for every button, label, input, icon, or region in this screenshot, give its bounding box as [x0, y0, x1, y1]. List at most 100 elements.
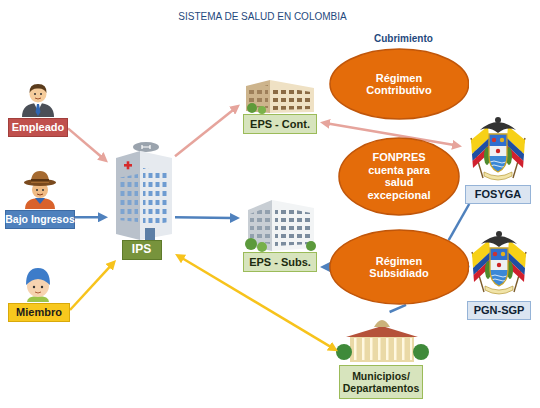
label-text: EPS - Subs. [249, 256, 311, 269]
wall [116, 151, 140, 240]
suit [22, 103, 54, 117]
label-text: Municipios/ Departamentos [343, 370, 419, 394]
ellipse-node: FONPREScuenta para salud excepcional [338, 137, 460, 216]
tie [36, 104, 41, 116]
apartment-building [246, 80, 314, 114]
label-text: EPS - Cont. [250, 118, 310, 131]
eye [42, 189, 44, 191]
connector [175, 216, 232, 219]
label-text: Miembro [16, 306, 62, 319]
connector [390, 305, 406, 312]
ellipse-heading: Régimen Subsidiado [353, 255, 445, 280]
tree [247, 103, 257, 113]
label-text: Empleado [12, 121, 65, 134]
employee-icon [22, 84, 54, 117]
icon-node: Empleado [8, 80, 68, 137]
ellipse-text: FONPREScuenta para salud excepcional [366, 151, 432, 201]
mouth [37, 194, 43, 195]
icon-node: FOSYGA [462, 108, 534, 204]
dome [374, 320, 390, 327]
ellipse-text: Régimen Subsidiado [353, 255, 445, 280]
tree [413, 344, 429, 360]
bandana [35, 198, 45, 204]
label-box: EPS - Cont. [243, 114, 317, 134]
annotation: Cubrimiento [374, 33, 433, 44]
wall [350, 336, 414, 362]
label-box: Municipios/ Departamentos [339, 365, 423, 399]
eye [34, 93, 36, 95]
ellipse-shape [339, 138, 459, 215]
label-box: Empleado [8, 118, 68, 137]
label-text: IPS [132, 243, 151, 257]
eye [41, 286, 43, 288]
wall [246, 80, 270, 113]
label-text: FOSYGA [475, 188, 521, 201]
ellipse-text: Régimen Contributivo [353, 72, 445, 97]
columns [352, 338, 412, 360]
windows [118, 174, 138, 222]
label-box: FOSYGA [465, 185, 531, 204]
eye [33, 286, 35, 288]
shirt [25, 198, 55, 209]
hair [29, 84, 46, 93]
icon-node: Municipios/ Departamentos [338, 312, 424, 399]
roof [346, 326, 418, 337]
ellipse-shape [330, 230, 469, 304]
connector [175, 110, 234, 157]
ellipse-node: Régimen Subsidiado [329, 229, 470, 305]
connector [68, 128, 102, 157]
tree [306, 241, 316, 251]
tree [257, 242, 267, 252]
coat-of-arms [471, 117, 525, 180]
wall [140, 151, 172, 240]
icon-node: EPS - Subs. [240, 195, 320, 272]
diagram-title: SISTEMA DE SALUD EN COLOMBIA [0, 11, 525, 22]
label-box: Miembro [8, 303, 70, 322]
label-text: Bajo Ingresos [5, 213, 74, 225]
icon-node: Miembro [8, 262, 70, 322]
eye [36, 189, 38, 191]
ellipse-body: cuenta para salud excepcional [366, 164, 432, 202]
label-box: Bajo Ingresos [5, 210, 75, 229]
connector [75, 216, 100, 219]
mouth [35, 98, 41, 99]
connector [70, 266, 111, 310]
label-box: EPS - Subs. [243, 252, 317, 272]
ellipse-shape [330, 49, 469, 119]
label-box: IPS [122, 240, 162, 260]
icon-node: PGN-SGP [466, 222, 532, 320]
hat-crown [31, 171, 49, 183]
wall [270, 80, 314, 113]
tree [336, 344, 352, 360]
ellipse-node: Régimen Contributivo [329, 48, 470, 120]
windows [143, 168, 169, 226]
windows [275, 206, 311, 246]
low-income-icon [24, 171, 56, 209]
ellipse-heading: Régimen Contributivo [353, 72, 445, 97]
cap [26, 268, 50, 285]
hat-band [31, 179, 49, 182]
eye [40, 93, 42, 95]
tree [258, 106, 266, 114]
icon-node: Bajo Ingresos [5, 170, 75, 229]
red-cross [127, 161, 130, 169]
icon-node: EPS - Cont. [240, 75, 320, 134]
apartment-building [245, 200, 316, 252]
door [145, 228, 155, 240]
helipad-mark [142, 145, 150, 149]
ellipse-heading: FONPRES [372, 151, 425, 164]
label-box: PGN-SGP [467, 301, 531, 320]
municipal-building [336, 320, 429, 362]
label-text: PGN-SGP [474, 304, 525, 317]
mouth [35, 292, 41, 293]
hospital-building [116, 142, 172, 240]
windows [250, 206, 270, 244]
windows [273, 86, 311, 110]
coat-of-arms [472, 231, 526, 294]
member-icon [26, 268, 50, 302]
helipad [133, 142, 159, 152]
icon-node: IPS [108, 138, 175, 260]
